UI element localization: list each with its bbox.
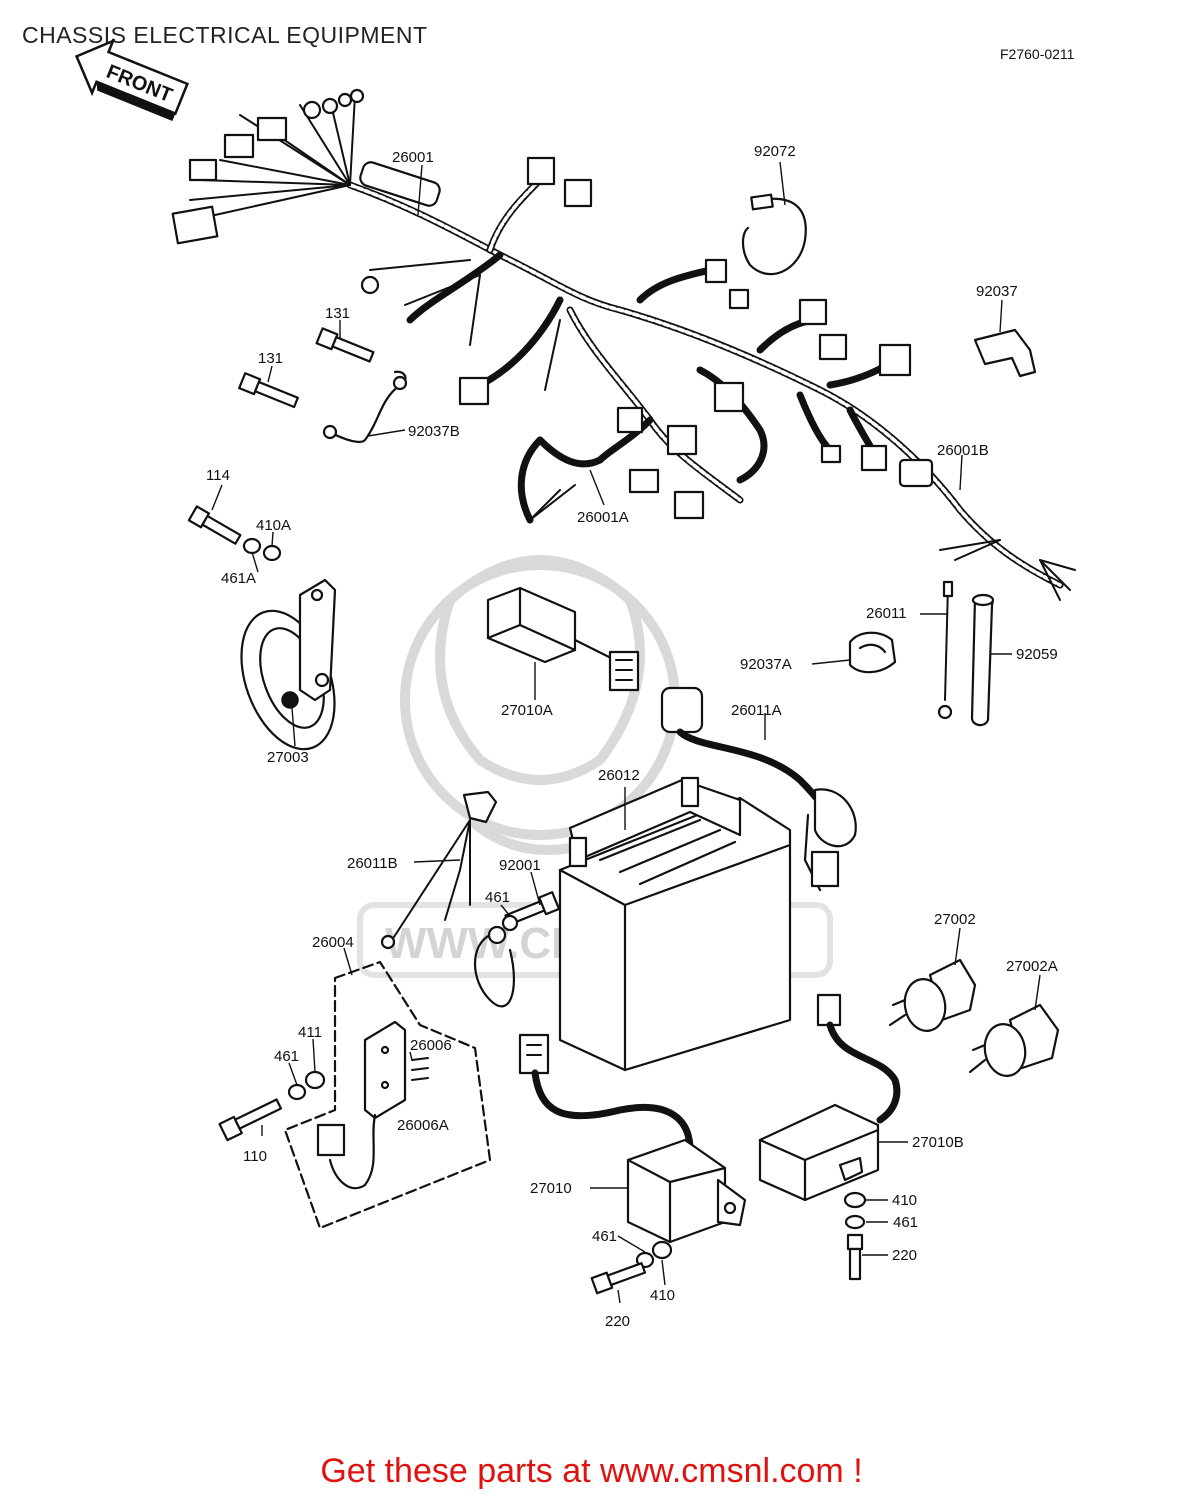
part-labels: 26001 92072 92037 131 131 92037B 26001B … <box>206 143 1058 1330</box>
bolt-92001 <box>501 891 561 932</box>
part-label-26011A: 26011A <box>731 702 782 719</box>
part-label-26011: 26011 <box>866 605 907 622</box>
part-label-26001B: 26001B <box>937 442 989 459</box>
part-label-461A: 461A <box>221 570 256 587</box>
part-label-461-bolt: 461 <box>485 889 510 906</box>
part-label-92037B: 92037B <box>408 423 460 440</box>
pickup-27002A <box>968 1003 1060 1077</box>
pickup-27002 <box>888 958 977 1032</box>
part-label-131-upper: 131 <box>325 305 350 322</box>
part-label-92072: 92072 <box>754 143 796 160</box>
part-label-92037: 92037 <box>976 283 1018 300</box>
front-direction-arrow: FRONT <box>74 38 189 121</box>
part-label-461-lower: 461 <box>592 1228 617 1245</box>
tube-92059 <box>970 593 995 727</box>
part-label-27002A: 27002A <box>1006 958 1058 975</box>
igniter-27010A <box>486 586 640 692</box>
part-label-92001: 92001 <box>499 857 541 874</box>
igniter-27010 <box>518 1033 747 1295</box>
part-label-110: 110 <box>243 1148 267 1165</box>
part-label-114: 114 <box>206 467 230 484</box>
part-label-411: 411 <box>298 1024 322 1041</box>
battery-lead-26011A <box>660 686 857 892</box>
strap-92072 <box>741 193 807 276</box>
clamp-92037 <box>973 328 1037 378</box>
page-title: CHASSIS ELECTRICAL EQUIPMENT <box>22 22 428 48</box>
part-label-27010A: 27010A <box>501 702 553 719</box>
horn-27003 <box>187 505 337 751</box>
regulator-group-26004 <box>218 960 492 1230</box>
part-label-220-right: 220 <box>892 1247 917 1264</box>
leader-lines <box>211 161 1041 1304</box>
diagram-reference-code: F2760-0211 <box>1000 46 1075 62</box>
part-label-26006A: 26006A <box>397 1117 449 1134</box>
clamp-92037A <box>848 631 897 674</box>
part-label-461-right: 461 <box>893 1214 918 1231</box>
part-label-27010: 27010 <box>530 1180 572 1197</box>
sub-harness-26001B <box>898 458 1076 601</box>
part-label-410A: 410A <box>256 517 291 534</box>
igniter-27010B <box>758 993 901 1281</box>
part-label-26001A: 26001A <box>577 509 629 526</box>
ground-lead-26011B <box>380 790 516 1008</box>
part-label-27002: 27002 <box>934 911 976 928</box>
part-label-26012: 26012 <box>598 767 640 784</box>
main-wiring-harness <box>171 88 1064 589</box>
part-label-26001: 26001 <box>392 149 434 166</box>
part-label-410-right: 410 <box>892 1192 917 1209</box>
part-label-461-regulator: 461 <box>274 1048 299 1065</box>
bolts-131-and-bracket-92037B <box>238 327 408 444</box>
part-label-92059: 92059 <box>1016 646 1058 663</box>
battery-26012 <box>558 776 792 1072</box>
part-label-410-lower: 410 <box>650 1287 675 1304</box>
part-label-27003: 27003 <box>267 749 309 766</box>
part-label-27010B: 27010B <box>912 1134 964 1151</box>
lead-26011 <box>937 580 954 720</box>
part-label-26011B: 26011B <box>347 855 398 872</box>
part-label-131-lower: 131 <box>258 350 283 367</box>
part-label-26006: 26006 <box>410 1037 452 1054</box>
part-label-26004: 26004 <box>312 934 354 951</box>
part-label-92037A: 92037A <box>740 656 792 673</box>
footer-cta-link[interactable]: Get these parts at www.cmsnl.com ! <box>320 1452 863 1490</box>
part-label-220-lower: 220 <box>605 1313 630 1330</box>
